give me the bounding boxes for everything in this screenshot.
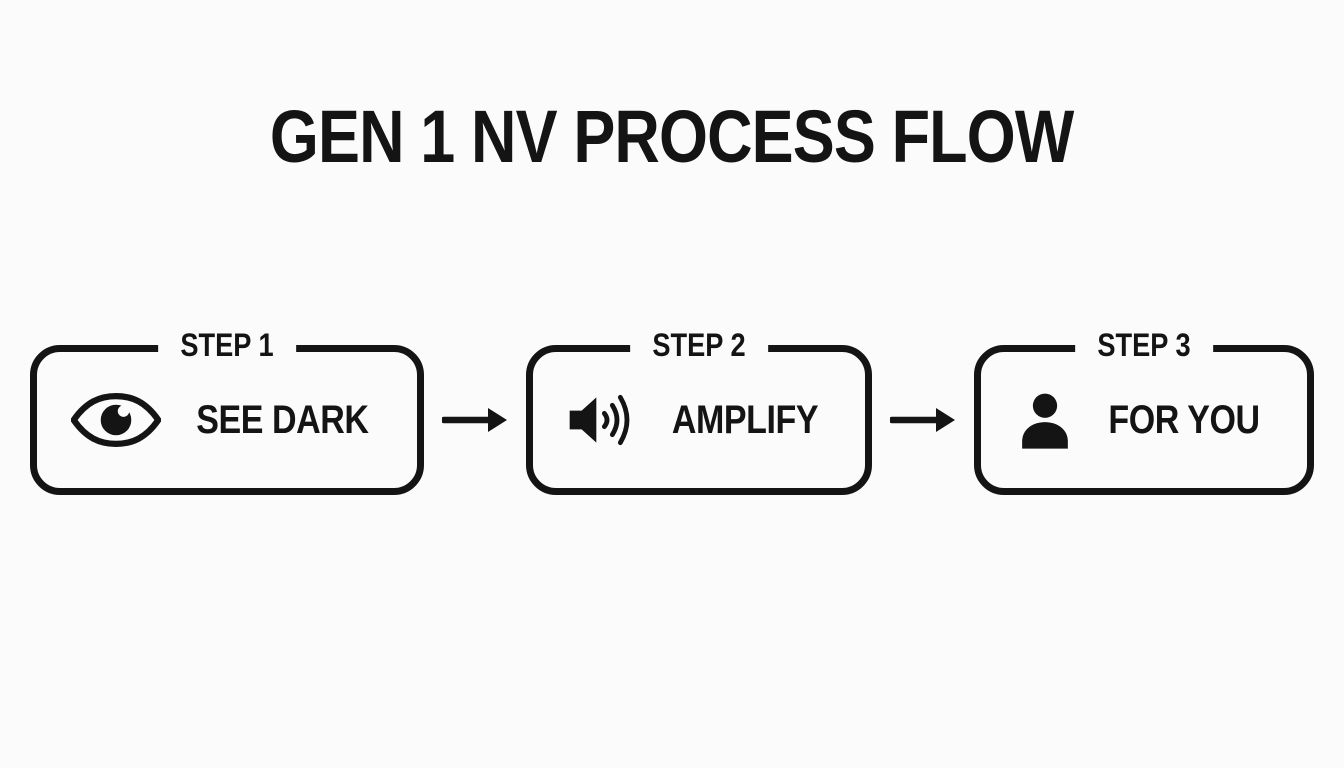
step-box-3: STEP 3 FOR YOU [974,328,1315,495]
step-box-2: STEP 2 AMPLIFY [526,328,873,495]
step-1-text: SEE DARK [195,398,369,442]
speaker-icon [567,391,639,449]
step-3-label: STEP 3 [1075,328,1214,362]
page-title-text: GEN 1 NV PROCESS FLOW [270,95,1074,178]
flow-row: STEP 1 SEE DARK [0,328,1344,495]
person-icon [1015,390,1075,450]
step-2-text: AMPLIFY [672,398,819,442]
step-2-label: STEP 2 [630,328,769,362]
step-1-label: STEP 1 [158,328,296,362]
step-3-text: FOR YOU [1108,398,1261,442]
arrow-right-icon [890,404,956,436]
arrow-right-icon [442,404,508,436]
step-box-1: STEP 1 SEE DARK [29,328,425,495]
eye-icon [70,391,161,449]
page-title: GEN 1 NV PROCESS FLOW [0,100,1344,174]
